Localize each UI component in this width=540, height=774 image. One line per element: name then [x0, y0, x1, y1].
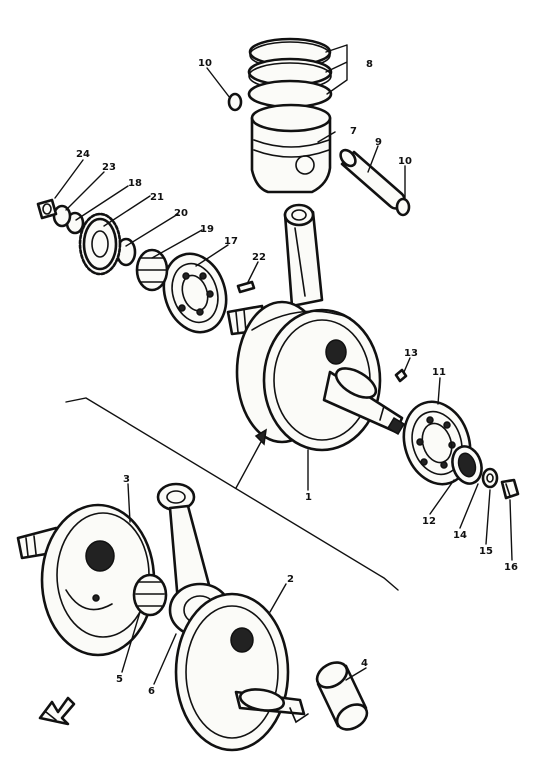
crank-right-half [174, 592, 309, 752]
callout-10-right: 10 [398, 156, 412, 167]
callout-22: 22 [252, 252, 266, 263]
callout-15: 15 [479, 546, 493, 557]
callout-17: 17 [224, 236, 238, 247]
right-crank-shaft [322, 367, 406, 436]
nut-left [36, 198, 58, 220]
collar [481, 467, 499, 489]
callout-11: 11 [432, 367, 446, 378]
front-arrow-icon [38, 696, 76, 726]
callout-20: 20 [174, 208, 188, 219]
nut-right [500, 478, 520, 500]
piston-pin [339, 148, 406, 210]
callout-18: 18 [128, 178, 142, 189]
callout-16: 16 [504, 562, 518, 573]
callout-19: 19 [200, 224, 214, 235]
callout-3: 3 [123, 474, 130, 485]
callout-1: 1 [305, 492, 312, 503]
callout-10-top: 10 [198, 58, 212, 69]
crank-flywheel-assembled [235, 300, 382, 452]
primary-drive-gear [78, 212, 122, 276]
callout-9: 9 [375, 137, 382, 148]
connecting-rod-assembled [283, 203, 324, 308]
crank-pin [315, 661, 369, 731]
callout-21: 21 [150, 192, 164, 203]
leader-lines [54, 44, 513, 685]
piston-rings [247, 37, 333, 109]
crank-pin-bearing [132, 573, 168, 617]
bearing-left [162, 252, 228, 334]
woodruff-key [394, 368, 408, 383]
callout-13: 13 [404, 348, 418, 359]
callout-12: 12 [422, 516, 436, 527]
circlip-right [395, 197, 411, 217]
circlip-left [227, 92, 243, 112]
callout-7: 7 [350, 126, 357, 137]
oil-seal-right [451, 445, 483, 485]
callout-labels: 1 2 3 4 5 6 7 8 9 10 10 11 12 13 14 15 1… [76, 58, 518, 697]
callout-24: 24 [76, 149, 90, 160]
washer-left [52, 204, 72, 228]
bearing-key-small [236, 280, 256, 294]
callout-14: 14 [453, 530, 467, 541]
callout-8: 8 [366, 59, 373, 70]
piston [250, 103, 332, 194]
assembly-bracket [65, 397, 399, 591]
callout-4: 4 [361, 658, 368, 669]
crank-left-half [16, 503, 156, 657]
callout-6: 6 [148, 686, 155, 697]
callout-5: 5 [116, 674, 123, 685]
spacer-gear [135, 248, 169, 292]
callout-2: 2 [287, 574, 294, 585]
callout-23: 23 [102, 162, 116, 173]
